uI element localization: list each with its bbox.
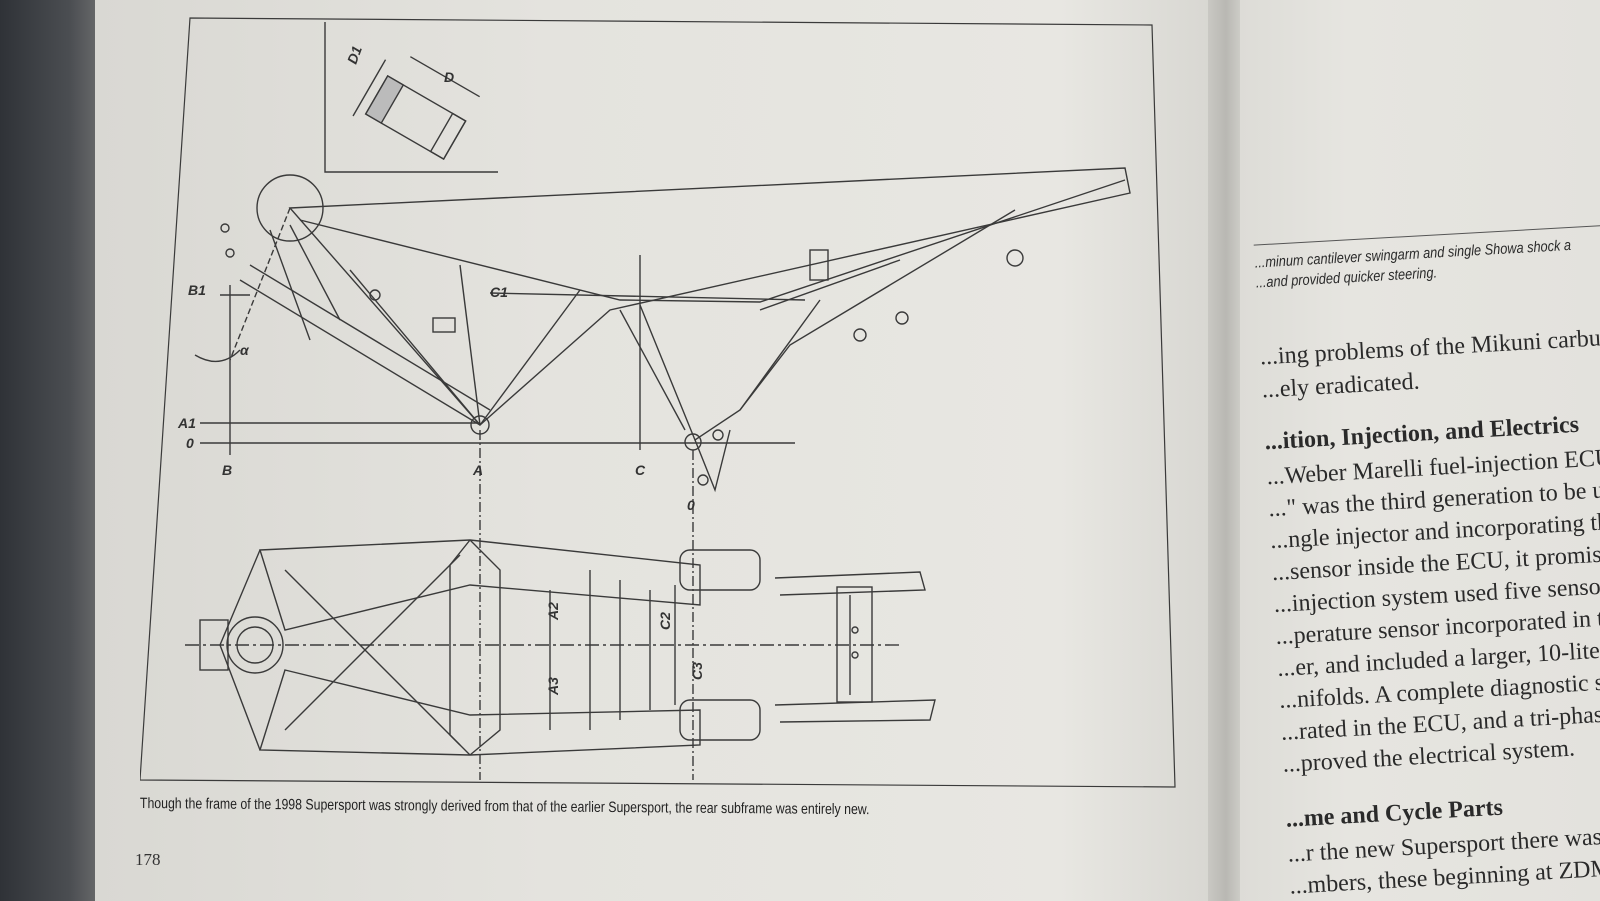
label-d1: D1 xyxy=(344,44,365,66)
frame-technical-drawing: D1 D B1 C1 α A1 0 B A C 0 A2 A3 C2 C3 xyxy=(140,17,1176,788)
label-c1: C1 xyxy=(490,284,508,300)
page-number: 178 xyxy=(135,850,161,869)
label-b: B xyxy=(222,462,232,478)
label-a: A xyxy=(472,462,483,478)
body-line: ...ely eradicated. xyxy=(1261,368,1421,404)
label-alpha: α xyxy=(240,342,250,358)
section-heading: ...me and Cycle Parts xyxy=(1285,794,1504,833)
label-zero-axis: 0 xyxy=(687,497,695,513)
label-a1: A1 xyxy=(177,415,196,431)
label-c2: C2 xyxy=(657,612,673,630)
label-a2: A2 xyxy=(545,602,561,621)
body-line: ...ing problems of the Mikuni carbur xyxy=(1259,324,1600,371)
label-c3: C3 xyxy=(689,662,705,680)
label-b1: B1 xyxy=(188,282,206,298)
label-zero-left: 0 xyxy=(186,435,194,451)
label-d: D xyxy=(444,69,454,85)
right-page: ...minum cantilever swingarm and single … xyxy=(1240,0,1600,901)
label-c: C xyxy=(635,462,646,478)
background-dark xyxy=(0,0,100,901)
label-a3: A3 xyxy=(545,677,561,696)
